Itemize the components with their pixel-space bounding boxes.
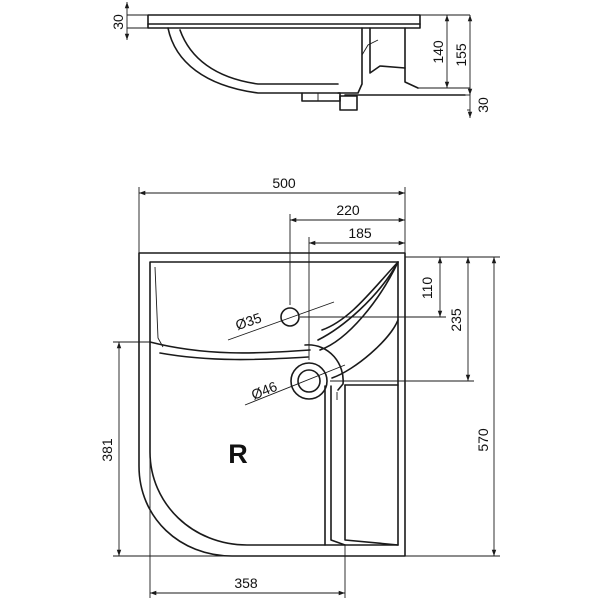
dim-tap-hole-dia-35: Ø35 xyxy=(233,309,263,333)
dim-hole-from-right-220: 220 xyxy=(336,202,360,218)
side-view-dimensions xyxy=(124,2,473,118)
dim-drain-from-right-185: 185 xyxy=(348,225,372,241)
dim-drain-from-back-235: 235 xyxy=(448,308,464,332)
dim-width-500: 500 xyxy=(272,175,296,191)
side-view: 30 140 155 30 xyxy=(110,2,491,118)
dim-right-140: 140 xyxy=(430,40,446,64)
dim-hole-from-back-110: 110 xyxy=(419,277,435,300)
dim-bottom-358: 358 xyxy=(234,575,258,591)
dim-top-left-30: 30 xyxy=(110,14,126,30)
dim-right-155: 155 xyxy=(453,43,469,67)
plan-view-basin-outline xyxy=(138,252,406,557)
side-view-basin-outline xyxy=(147,14,466,111)
dim-bottom-right-30: 30 xyxy=(475,97,491,113)
handedness-mark: R xyxy=(228,439,248,469)
dim-depth-570: 570 xyxy=(475,428,491,452)
dim-drain-dia-46: Ø46 xyxy=(249,378,280,403)
plan-view-dimensions xyxy=(113,187,500,598)
dim-left-381: 381 xyxy=(99,438,115,462)
plan-view: 500 220 185 110 235 570 381 358 Ø35 Ø46 … xyxy=(99,175,500,598)
